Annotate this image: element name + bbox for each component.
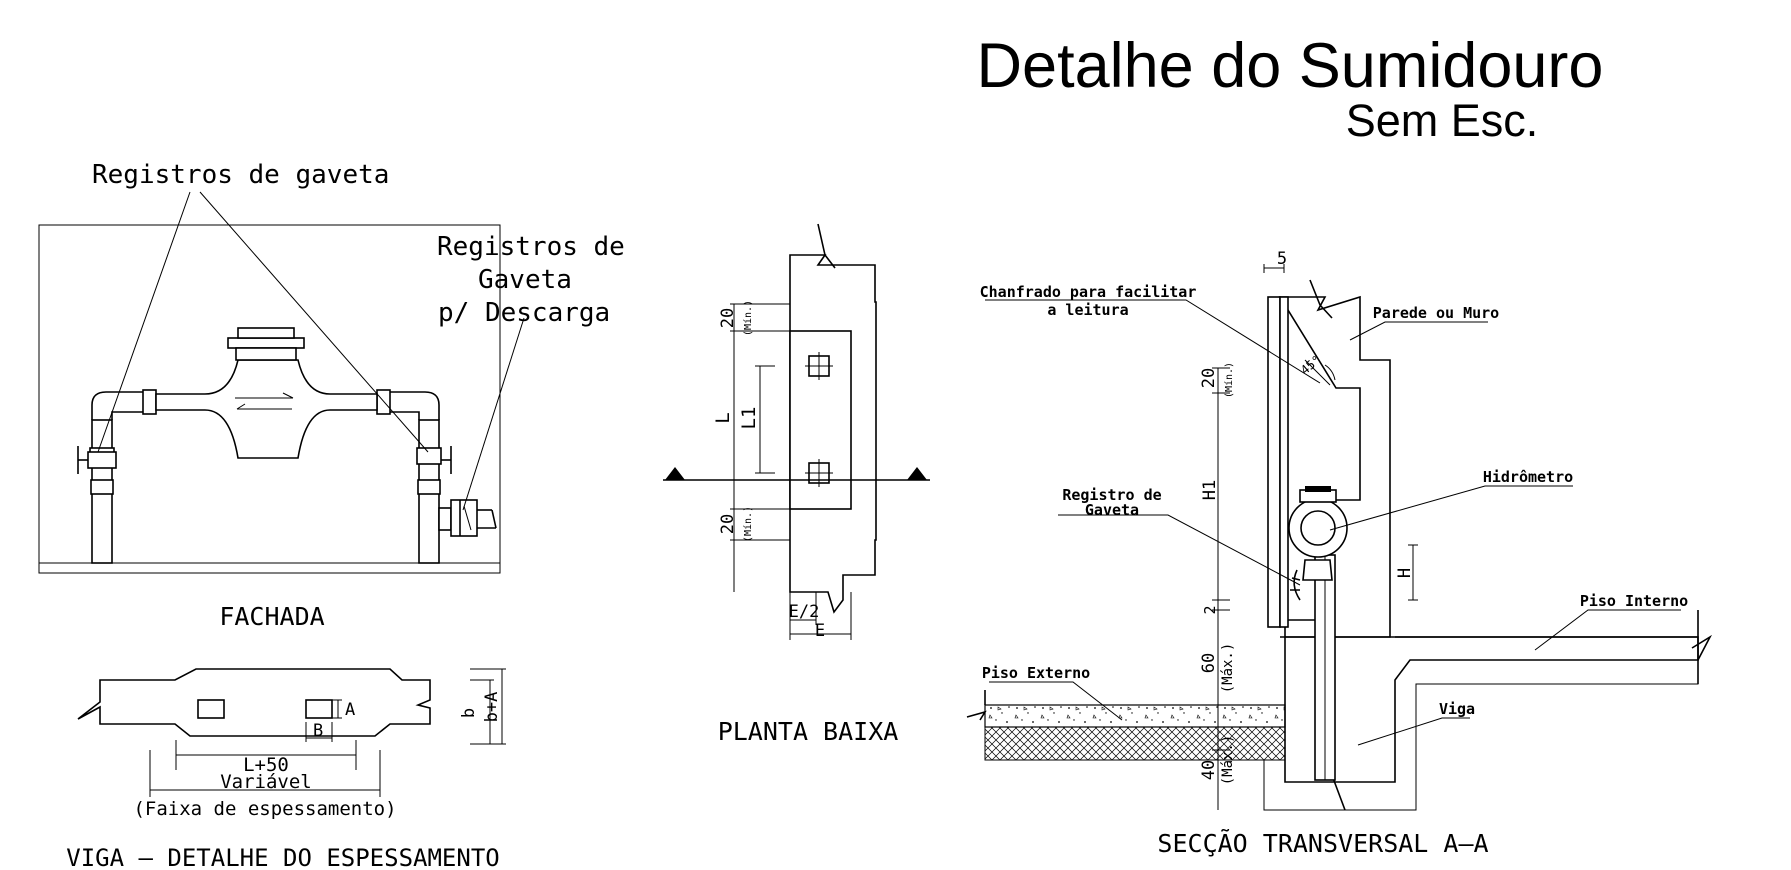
seccao-dim-20: 20: [1199, 368, 1219, 388]
drawing-title: Detalhe do Sumidouro: [977, 31, 1604, 101]
seccao-view: 5 Chanfrado para facilitar a leitura Par…: [966, 249, 1713, 858]
seccao-angle-45: 45°: [1298, 353, 1324, 378]
callout-descarga-line2: Gaveta: [478, 265, 572, 295]
fachada-view: Registros de gaveta Registros de Gaveta …: [38, 160, 625, 631]
fachada-label: FACHADA: [219, 602, 324, 631]
seccao-dim-h1: H1: [1200, 480, 1220, 500]
planta-dim-20-bot: 20: [718, 514, 738, 534]
seccao-dim-2: 2: [1201, 605, 1219, 614]
callout-descarga-line1: Registros de: [437, 232, 625, 262]
viga-label: VIGA — DETALHE DO ESPESSAMENTO: [66, 844, 499, 870]
callout-registros-gaveta: Registros de gaveta: [92, 160, 389, 190]
seccao-dim-5: 5: [1277, 249, 1287, 269]
viga-dim-variavel: Variável: [220, 771, 312, 793]
label-chanfrado-line1: Chanfrado para facilitar: [980, 283, 1197, 301]
drawing-scale: Sem Esc.: [1346, 95, 1539, 146]
planta-dim-e2: E/2: [789, 602, 820, 622]
label-hidrometro: Hidrômetro: [1483, 468, 1573, 486]
seccao-dim-min: (Mín.): [1223, 362, 1235, 398]
seccao-label: SECÇÃO TRANSVERSAL A—A: [1157, 828, 1488, 858]
label-chanfrado-line2: a leitura: [1047, 301, 1128, 319]
planta-label: PLANTA BAIXA: [718, 717, 899, 746]
seccao-dim-60: 60: [1199, 653, 1219, 673]
planta-dim-20-top: 20: [718, 308, 738, 328]
viga-dim-b: B: [313, 721, 323, 741]
planta-dim-e: E: [815, 621, 825, 641]
viga-dim-faixa: (Faixa de espessamento): [133, 798, 396, 820]
planta-dim-min-top: (Mín.): [742, 300, 754, 336]
seccao-dim-max-60: (Máx.): [1220, 643, 1236, 694]
planta-dim-l1: L1: [738, 407, 760, 430]
seccao-dim-40: 40: [1199, 760, 1219, 780]
planta-view: A A 20 (Mín.) L L1 20 (Mín.) E/2 E PLANT…: [663, 223, 930, 746]
label-parede-ou-muro: Parede ou Muro: [1373, 304, 1499, 322]
seccao-dim-max-40: (Máx.): [1220, 735, 1236, 786]
planta-dim-min-bot: (Mín.): [742, 506, 754, 542]
viga-dim-l50: L+50: [243, 754, 289, 776]
viga-dim-b-plus-a: b+A: [482, 692, 502, 723]
label-registro-line2: Gaveta: [1085, 501, 1139, 519]
section-mark-left: A: [672, 470, 678, 480]
label-piso-interno: Piso Interno: [1580, 592, 1688, 610]
label-viga: Viga: [1439, 700, 1475, 718]
viga-view: A B b b+A L+50 Variável (Faixa de espess…: [66, 668, 506, 870]
viga-dim-a: A: [345, 700, 355, 720]
drawing-title-block: Detalhe do Sumidouro Sem Esc.: [977, 31, 1604, 146]
seccao-dim-h: H: [1395, 568, 1415, 578]
viga-dim-small-b: b: [459, 708, 479, 718]
section-mark-right: A: [914, 470, 920, 480]
label-piso-externo: Piso Externo: [982, 664, 1090, 682]
callout-descarga-line3: p/ Descarga: [438, 298, 610, 328]
label-registro-line1: Registro de: [1062, 486, 1161, 504]
planta-dim-l: L: [712, 412, 734, 423]
